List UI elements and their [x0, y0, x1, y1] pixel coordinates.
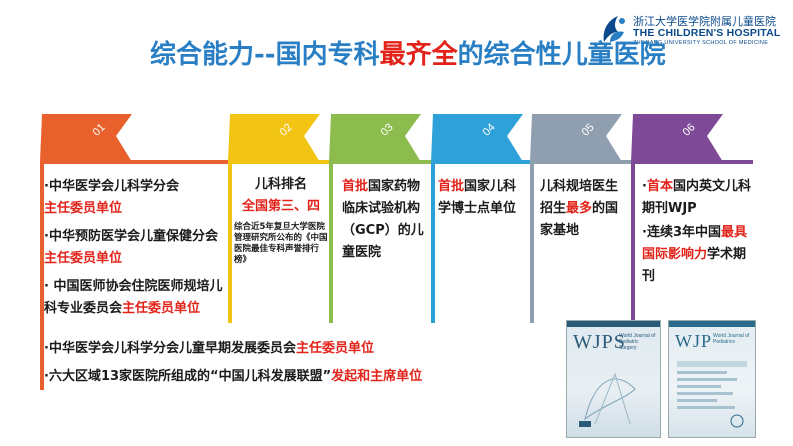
journal-wjps-art [579, 372, 636, 427]
timeline-segment-1 [40, 160, 230, 164]
column-bar-3 [329, 160, 333, 323]
col1-text: ·中华医学会儿科学分会主任委员单位 ·中华预防医学会儿童保健分会主任委员单位 ·… [44, 179, 223, 316]
timeline-segment-2 [228, 160, 331, 164]
timeline-segment-5 [530, 160, 633, 164]
tab-03 [329, 114, 421, 162]
timeline-segment-4 [431, 160, 532, 164]
column-bar-4 [431, 160, 435, 323]
hospital-logo-icon [603, 16, 625, 42]
hospital-name-cn: 浙江大学医学院附属儿童医院 [633, 15, 776, 28]
col2-text: 儿科排名 全国第三、四 综合近5年复旦大学医院管理研究所公布的《中国医院最佳专科… [234, 177, 328, 265]
journal-cover-wjp: WJP World Journal of Pediatrics [668, 320, 756, 438]
journal-wjp-abbr: WJP [675, 331, 713, 351]
timeline-segment-3 [329, 160, 433, 164]
col4-text: 首批国家儿科学博士点单位 [438, 179, 517, 216]
journal-wjps-full: World Journal of Pediatric Surgery [619, 333, 656, 351]
column-bar-2 [228, 160, 232, 323]
tab-04 [431, 114, 523, 162]
col5-text: 儿科规培医生招生最多的国家基地 [540, 179, 619, 238]
hospital-name-en: THE CHILDREN'S HOSPITAL [633, 27, 781, 39]
journal-wjps-abbr: WJPS [573, 331, 626, 353]
bottom-line-2: ·六大区域13家医院所组成的“中国儿科发展联盟”发起和主席单位 [44, 369, 423, 384]
journal-cover-wjps: WJPS World Journal of Pediatric Surgery [566, 320, 661, 438]
column-bar-6 [631, 160, 635, 323]
hospital-name-en-sub: ZHEJIANG UNIVERSITY SCHOOL OF MEDICINE [633, 40, 769, 46]
col3-text: 首批国家药物临床试验机构（GCP）的儿童医院 [342, 179, 424, 260]
tab-06 [631, 114, 723, 162]
tab-05 [530, 114, 622, 162]
column-bar-1 [40, 160, 44, 390]
journal-wjp-art [677, 361, 747, 428]
col6-text: ·首本国内英文儿科期刊WJP ·连续3年中国最具国际影响力学术期刊 [642, 179, 751, 284]
journal-wjp-full: World Journal of Pediatrics [713, 333, 750, 345]
tab-01 [40, 114, 132, 162]
bottom-line-1: ·中华医学会儿科学分会儿童早期发展委员会主任委员单位 [44, 341, 374, 356]
page-title: 综合能力--国内专科最齐全的综合性儿童医院 [150, 40, 666, 70]
timeline-segment-6 [631, 160, 753, 164]
tab-02 [228, 114, 320, 162]
column-bar-5 [530, 160, 534, 323]
